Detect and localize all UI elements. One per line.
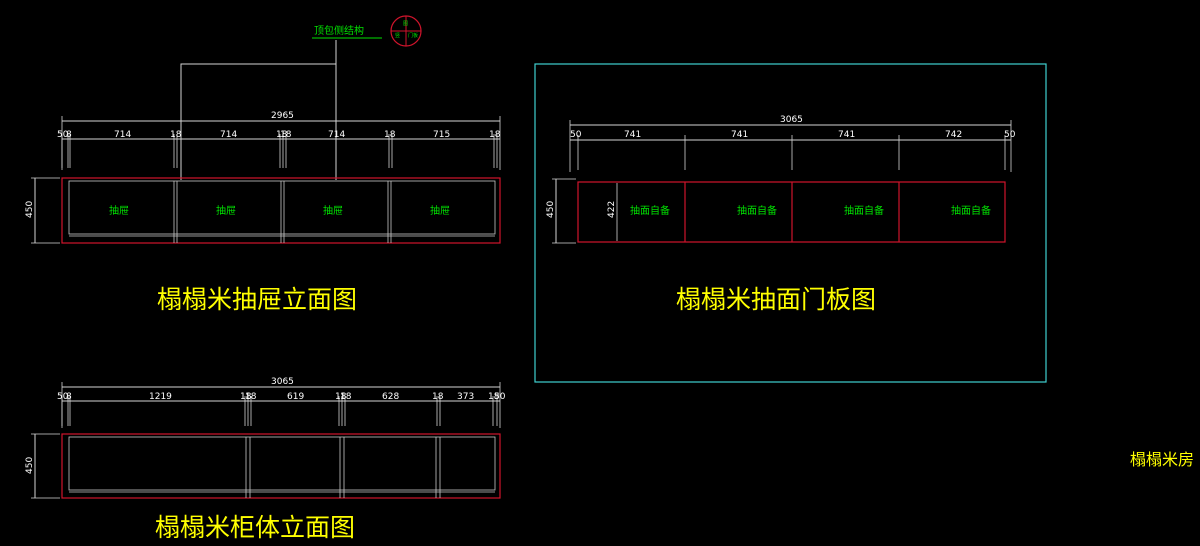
- drawer-dim-6: 18: [280, 130, 292, 140]
- cabinet-elevation: 3065 50 8 1219 18 18 619 18 18 628 18 37…: [25, 377, 506, 542]
- door-dim-2: 741: [731, 130, 748, 140]
- drawer-dim-1: 8: [66, 130, 72, 140]
- drawer-dim-9: 715: [433, 130, 450, 140]
- drawer-dim-0: 50: [57, 130, 69, 140]
- drawer-dim-8: 18: [384, 130, 396, 140]
- cabinet-dim-2: 1219: [149, 392, 172, 402]
- cabinet-dim-0: 50: [57, 392, 69, 402]
- door-panel-border: [534, 63, 1047, 383]
- cabinet-dividers: [245, 437, 441, 498]
- cabinet-dim-12: 50: [494, 392, 506, 402]
- cabinet-dim-10: 373: [457, 392, 474, 402]
- cabinet-height-dim: 450: [25, 457, 35, 474]
- door-height-outer-dim: 450: [546, 201, 556, 218]
- cabinet-inner-frame: [68, 436, 496, 491]
- cabinet-seg-ticks: [61, 396, 498, 426]
- drawer-dim-3: 18: [170, 130, 182, 140]
- cabinet-dim-6: 18: [335, 392, 347, 402]
- drawer-total-dim: 2965: [271, 111, 294, 121]
- cabinet-dim-7: 18: [340, 392, 352, 402]
- door-label-2: 抽面自备: [737, 204, 777, 217]
- cabinet-elevation-title: 榻榻米柜体立面图: [155, 513, 355, 542]
- drawer-dim-5: 18: [276, 130, 288, 140]
- drawer-dim-7: 714: [328, 130, 345, 140]
- cabinet-dim-5: 619: [287, 392, 304, 402]
- symbol-text-right: 门板: [408, 32, 418, 39]
- cabinet-total-dim: 3065: [271, 377, 294, 387]
- door-seg-ticks: [577, 135, 1006, 170]
- door-dim-1: 741: [624, 130, 641, 140]
- cabinet-outer-frame: [61, 433, 501, 499]
- drawer-label-4: 抽屉: [430, 204, 450, 217]
- door-total-dim: 3065: [780, 115, 803, 125]
- drawer-elevation: 2965 50 8 714 18 714 18 18 714 18 715 18…: [25, 111, 501, 314]
- door-dim-3: 741: [838, 130, 855, 140]
- door-dim-0: 50: [570, 130, 582, 140]
- door-label-4: 抽面自备: [951, 204, 991, 217]
- door-label-1: 抽面自备: [630, 204, 670, 217]
- drawer-dim-4: 714: [220, 130, 237, 140]
- cabinet-dim-1: 8: [66, 392, 72, 402]
- cabinet-dim-4: 18: [245, 392, 257, 402]
- door-height-inner-dim: 422: [607, 201, 617, 218]
- drawer-dividers: [173, 181, 392, 243]
- door-panel-drawing: 3065 50 741 741 741 742 50 450 422 抽面自备 …: [534, 63, 1047, 383]
- drawer-seg-ticks: [61, 134, 498, 168]
- annotation-leader: [180, 40, 337, 180]
- cabinet-dim-8: 628: [382, 392, 399, 402]
- door-panel-title: 榻榻米抽面门板图: [676, 285, 876, 314]
- drawer-label-2: 抽屉: [216, 204, 236, 217]
- drawer-dim-10: 18: [489, 130, 501, 140]
- door-dim-5: 50: [1004, 130, 1016, 140]
- symbol-text-top: 图: [403, 21, 408, 27]
- cabinet-dim-9: 18: [432, 392, 444, 402]
- door-label-3: 抽面自备: [844, 204, 884, 217]
- door-panel-dividers: [684, 182, 900, 242]
- drawer-dim-2: 714: [114, 130, 131, 140]
- drawer-height-dim: 450: [25, 201, 35, 218]
- structure-annotation: 顶包侧结构 图 门板 竖: [180, 15, 422, 180]
- drawer-inner-frame: [68, 180, 496, 235]
- drawer-elevation-title: 榻榻米抽屉立面图: [157, 285, 357, 314]
- cabinet-dim-3: 18: [240, 392, 252, 402]
- side-room-title: 榻榻米房: [1130, 450, 1194, 469]
- door-dim-4: 742: [945, 130, 962, 140]
- annotation-text: 顶包侧结构: [314, 24, 364, 37]
- symbol-text-left: 竖: [395, 32, 400, 39]
- cabinet-dim-11: 18: [488, 392, 500, 402]
- drawer-label-1: 抽屉: [109, 204, 129, 217]
- drawer-label-3: 抽屉: [323, 204, 343, 217]
